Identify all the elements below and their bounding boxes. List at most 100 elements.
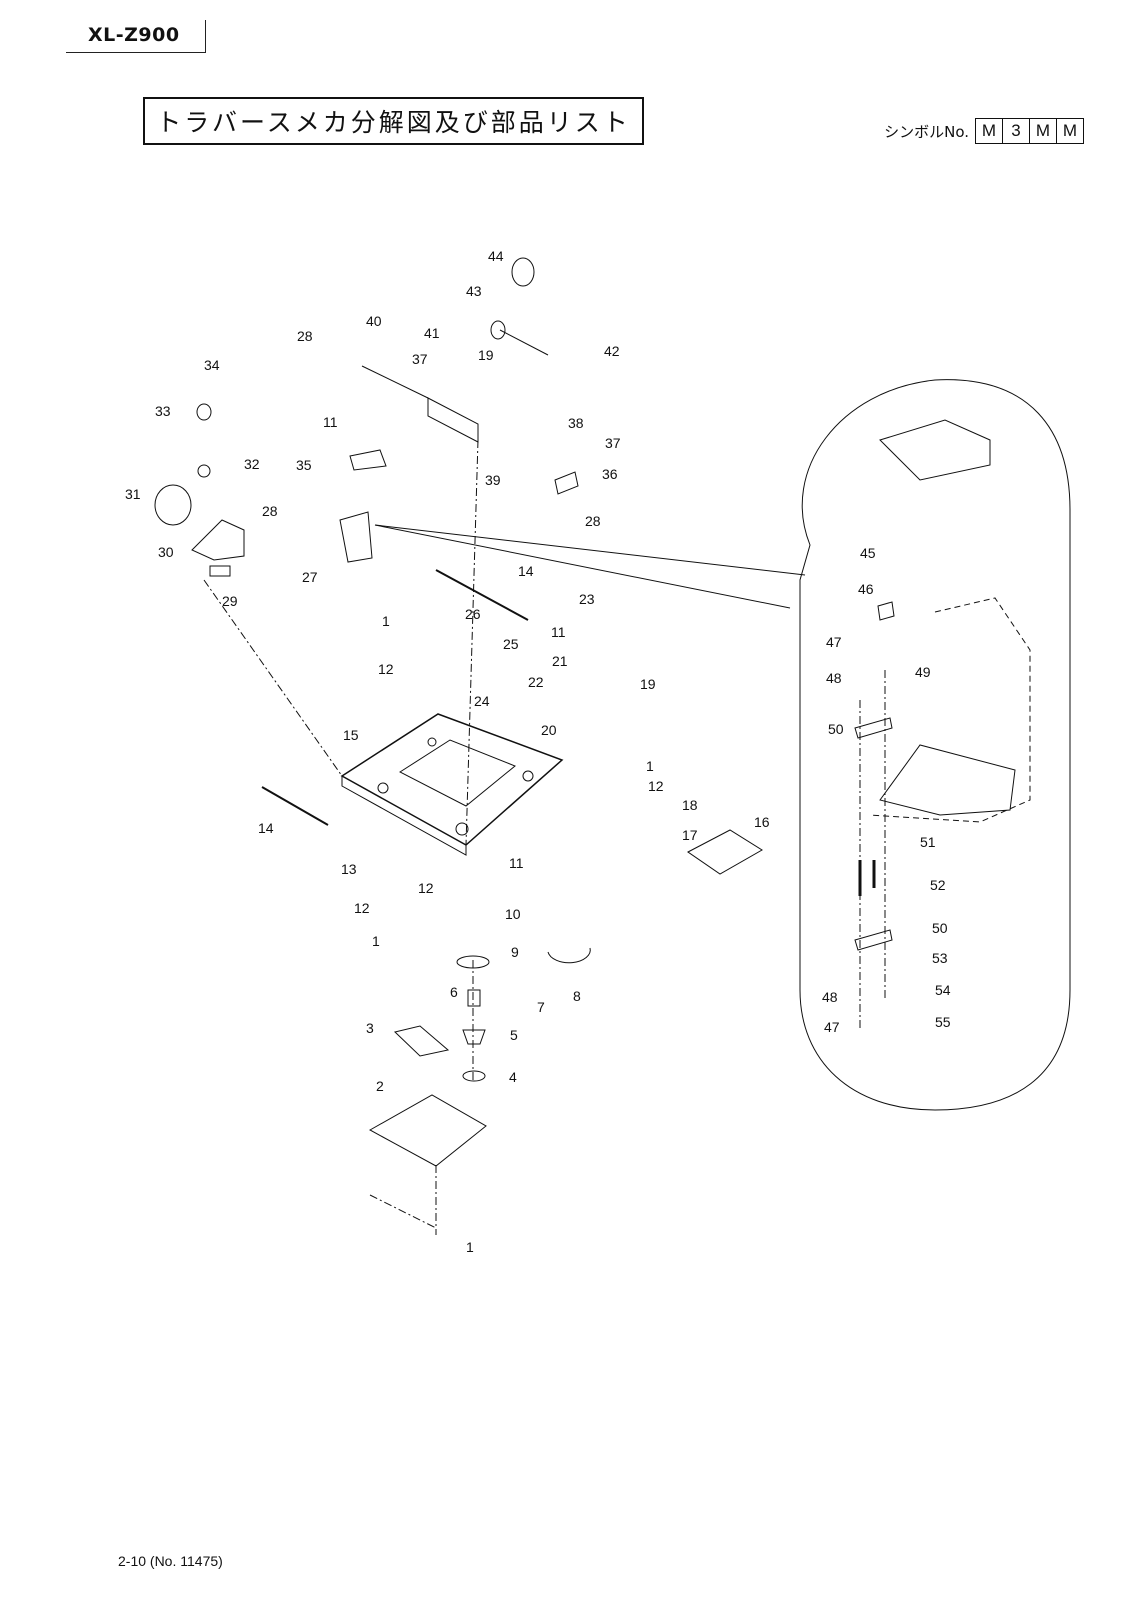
callout-1: 1: [372, 933, 380, 949]
callout-34: 34: [204, 357, 220, 373]
detail-holder-50: [854, 717, 893, 739]
callout-28: 28: [262, 503, 278, 519]
callout-48: 48: [826, 670, 842, 686]
chassis-plate: [340, 713, 564, 846]
callout-9: 9: [511, 944, 519, 960]
callout-50: 50: [828, 721, 844, 737]
callout-40: 40: [366, 313, 382, 329]
callout-29: 29: [222, 593, 238, 609]
model-number: XL-Z900: [88, 24, 180, 46]
callout-12: 12: [354, 900, 370, 916]
gear-shaft: [499, 329, 549, 356]
motor-bracket-30: [191, 519, 245, 561]
model-underline: [66, 52, 206, 53]
callout-5: 5: [510, 1027, 518, 1043]
callout-11: 11: [323, 414, 338, 430]
callout-32: 32: [244, 456, 260, 472]
callout-51: 51: [920, 834, 936, 850]
detail-leader: [374, 524, 791, 609]
detail-capsule-outline: [799, 379, 1071, 1111]
symbol-cell: 3: [1002, 119, 1029, 143]
callout-48: 48: [822, 989, 838, 1005]
callout-52: 52: [930, 877, 946, 893]
callout-44: 44: [488, 248, 504, 264]
lever-36: [554, 471, 579, 495]
callout-23: 23: [579, 591, 595, 607]
callout-16: 16: [754, 814, 770, 830]
callout-38: 38: [568, 415, 584, 431]
chassis-hole: [377, 782, 389, 794]
callout-31: 31: [125, 486, 141, 502]
callout-42: 42: [604, 343, 620, 359]
guide-shaft-14: [435, 569, 529, 621]
callout-12: 12: [378, 661, 394, 677]
callout-37: 37: [605, 435, 621, 451]
callout-36: 36: [602, 466, 618, 482]
nut-34: [196, 403, 212, 421]
chassis-hole: [522, 770, 534, 782]
callout-47: 47: [824, 1019, 840, 1035]
chassis-opening: [398, 739, 516, 807]
callout-50: 50: [932, 920, 948, 936]
detail-bracket-46: [877, 601, 895, 621]
assembly-line: [465, 439, 479, 846]
symbol-cell: M: [1029, 119, 1056, 143]
gear-32: [197, 464, 211, 478]
callout-35: 35: [296, 457, 312, 473]
chassis-hole: [427, 737, 437, 747]
callout-7: 7: [537, 999, 545, 1015]
callout-13: 13: [341, 861, 357, 877]
callout-28: 28: [297, 328, 313, 344]
callout-33: 33: [155, 403, 171, 419]
top-bracket: [427, 397, 479, 443]
detail-pickup-top: [879, 419, 991, 481]
callout-46: 46: [858, 581, 874, 597]
callout-45: 45: [860, 545, 876, 561]
pcb-16: [687, 829, 763, 875]
callout-3: 3: [366, 1020, 374, 1036]
callout-2: 2: [376, 1078, 384, 1094]
detail-dashed-box: [869, 597, 1031, 823]
callout-27: 27: [302, 569, 318, 585]
callout-54: 54: [935, 982, 951, 998]
detail-leader: [374, 524, 806, 576]
callout-17: 17: [682, 827, 698, 843]
callout-4: 4: [509, 1069, 517, 1085]
callout-37: 37: [412, 351, 428, 367]
callout-12: 12: [648, 778, 664, 794]
callout-19: 19: [640, 676, 656, 692]
callout-25: 25: [503, 636, 519, 652]
washer-4: [462, 1070, 486, 1082]
bracket-35: [349, 449, 387, 471]
callout-24: 24: [474, 693, 490, 709]
callout-11: 11: [551, 624, 566, 640]
pad-29: [209, 565, 231, 577]
top-bracket-arm: [361, 365, 429, 399]
callout-41: 41: [424, 325, 440, 341]
page-footer: 2-10 (No. 11475): [118, 1553, 223, 1569]
model-divider: [205, 20, 206, 53]
callout-55: 55: [935, 1014, 951, 1030]
symbol-cell: M: [981, 121, 997, 140]
callout-1: 1: [382, 613, 390, 629]
callout-10: 10: [505, 906, 521, 922]
callout-49: 49: [915, 664, 931, 680]
callout-53: 53: [932, 950, 948, 966]
guide-shaft-14: [261, 786, 329, 826]
assembly-line: [203, 579, 343, 777]
callout-22: 22: [528, 674, 544, 690]
detail-pickup-51: [879, 744, 1016, 816]
callout-14: 14: [258, 820, 274, 836]
chassis-plate-edge: [341, 776, 467, 856]
callout-26: 26: [465, 606, 481, 622]
gear-44: [511, 257, 535, 287]
plate-3: [393, 1025, 450, 1057]
detail-holder-50: [854, 929, 893, 951]
spring-6: [467, 989, 481, 1007]
callout-19: 19: [478, 347, 494, 363]
pickup-carriage: [339, 511, 373, 563]
callout-11: 11: [509, 855, 524, 871]
callout-30: 30: [158, 544, 174, 560]
clip-8: [547, 947, 591, 964]
